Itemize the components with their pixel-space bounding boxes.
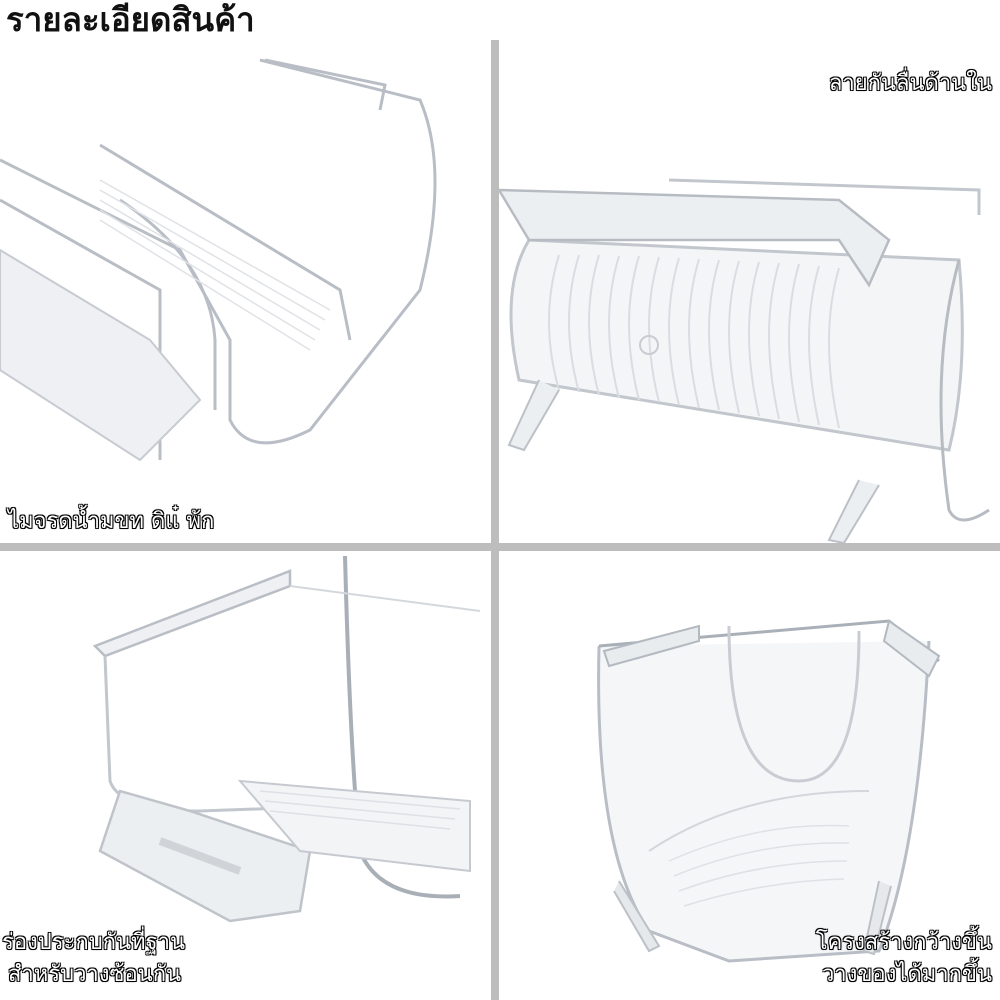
rack-front-illustration bbox=[597, 619, 941, 963]
product-photo-inner-pattern: ลายกันลื่นด้านใน bbox=[499, 40, 1000, 543]
panel-4-caption-line-2: วางของได้มากขึ้น bbox=[821, 962, 992, 987]
product-photo-base-grooves: ร่องประกบกันที่ฐาน สำหรับวางซ้อนกัน bbox=[0, 551, 491, 1000]
product-photo-front-view: โครงสร้างกว้างขึ้น วางของได้มากขึ้น bbox=[499, 551, 1000, 1000]
rack-base-illustration bbox=[92, 555, 481, 923]
panel-1-caption: ไมจรดน้ำมขท ดิแ๋ พ้ก bbox=[8, 509, 215, 534]
panel-4-caption-line-1: โครงสร้างกว้างขึ้น bbox=[815, 930, 992, 955]
rack-side-illustration bbox=[0, 58, 437, 462]
product-photo-side-view: ไมจรดน้ำมขท ดิแ๋ พ้ก bbox=[0, 40, 491, 543]
rack-inner-illustration bbox=[499, 178, 990, 543]
panel-3-caption-line-1: ร่องประกบกันที่ฐาน bbox=[2, 930, 186, 955]
horizontal-divider bbox=[0, 543, 1000, 551]
vertical-divider bbox=[491, 40, 499, 1000]
panel-2-caption: ลายกันลื่นด้านใน bbox=[828, 71, 992, 96]
page-title: รายละเอียดสินค้า bbox=[6, 0, 255, 39]
panel-3-caption-line-2: สำหรับวางซ้อนกัน bbox=[8, 962, 182, 987]
